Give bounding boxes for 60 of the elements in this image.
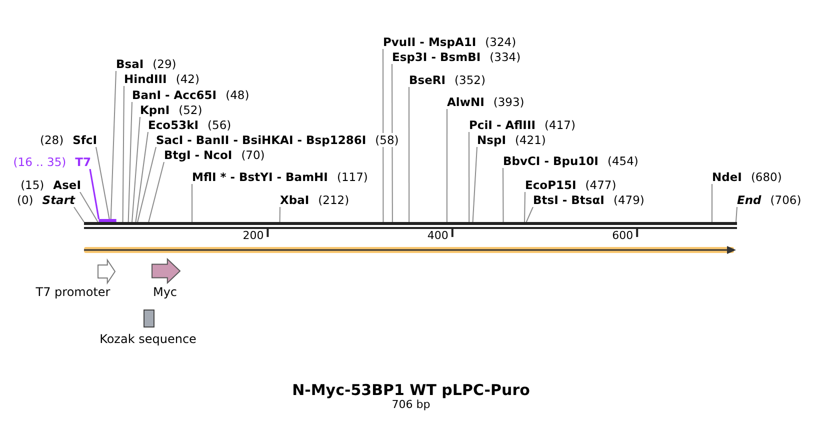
- restriction-site-label: BseRI (352): [408, 73, 486, 87]
- leader-line: [502, 168, 504, 222]
- feature-label: T7 promoter: [36, 285, 110, 299]
- restriction-site-label: AlwNI (393): [446, 95, 526, 109]
- axis-label: 200: [242, 229, 264, 242]
- leader-line: [468, 132, 470, 222]
- leader-line: [711, 184, 712, 222]
- axis-label: 600: [612, 229, 634, 242]
- restriction-site-label: BanI - Acc65I (48): [131, 88, 250, 102]
- restriction-site-label: (0) Start: [16, 193, 76, 207]
- feature-label: Myc: [152, 285, 178, 299]
- restriction-site-label: MflI * - BstYI - BamHI (117): [191, 170, 369, 184]
- restriction-site-label: BtgI - NcoI (70): [163, 148, 266, 162]
- axis-label: 400: [427, 229, 448, 242]
- restriction-site-label: Eco53kI (56): [147, 118, 232, 132]
- leader-line: [80, 192, 98, 222]
- leader-line: [446, 108, 448, 222]
- restriction-site-label: KpnI (52): [139, 103, 204, 117]
- feature-box: [144, 310, 154, 328]
- restriction-site-label: (16 .. 35) T7: [12, 155, 92, 169]
- restriction-site-label: NspI (421): [476, 133, 547, 147]
- leader-line: [408, 86, 410, 222]
- leader-line: [192, 184, 193, 222]
- leader-line: [279, 206, 280, 222]
- leader-line: [135, 132, 148, 222]
- feature-bar: [98, 219, 116, 222]
- restriction-site-label: (15) AseI: [20, 178, 82, 192]
- leader-line: [736, 206, 738, 222]
- map-title: N-Myc-53BP1 WT pLPC-Puro: [291, 381, 531, 399]
- restriction-site-label: SacI - BanII - BsiHKAI - Bsp1286I (58): [155, 133, 400, 147]
- restriction-site-label: Esp3I - BsmBI (334): [391, 50, 522, 64]
- restriction-site-label: (28) SfcI: [39, 133, 98, 147]
- restriction-site-label: PvuII - MspA1I (324): [382, 35, 518, 49]
- feature-annotation: [84, 246, 736, 254]
- restriction-site-label: BtsI - BtsαI (479): [532, 193, 646, 207]
- leader-line: [392, 64, 393, 222]
- restriction-site-label: NdeI (680): [711, 170, 783, 184]
- restriction-site-label: BsaI (29): [115, 57, 178, 71]
- leader-line: [132, 116, 140, 222]
- leader-line: [128, 102, 132, 222]
- leader-line: [526, 206, 534, 222]
- leader-line: [524, 192, 526, 222]
- map-caption: 706 bp: [392, 398, 432, 411]
- leader-line: [382, 48, 384, 222]
- restriction-site-label: PciI - AflIII (417): [468, 118, 576, 132]
- leader-line: [137, 146, 156, 222]
- feature-annotation: [98, 258, 116, 285]
- leader-line: [148, 162, 164, 222]
- leader-line: [74, 206, 84, 222]
- dna-backbone-drawing: [84, 222, 737, 229]
- feature-annotation: [152, 258, 181, 284]
- leader-line: [472, 146, 478, 222]
- restriction-site-label: XbaI (212): [279, 193, 350, 207]
- restriction-site-label: HindIII (42): [123, 72, 200, 86]
- leader-line: [122, 86, 124, 222]
- restriction-site-label: EcoP15I (477): [524, 178, 618, 192]
- leader-line: [89, 168, 100, 220]
- feature-label: Kozak sequence: [100, 332, 196, 346]
- restriction-site-label: BbvCI - Bpu10I (454): [502, 154, 640, 168]
- restriction-site-label: End (706): [736, 193, 802, 207]
